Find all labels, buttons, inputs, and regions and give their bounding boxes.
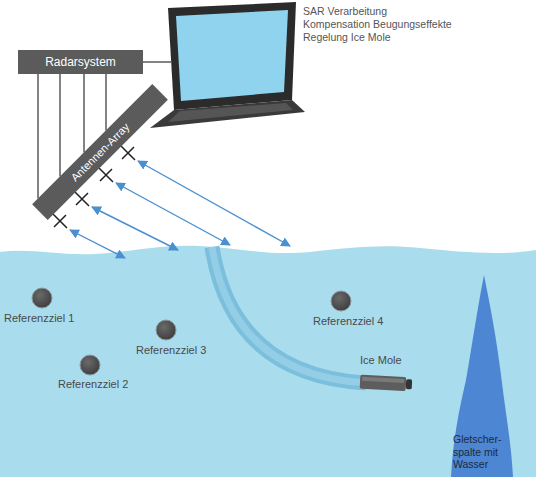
reference-targets — [32, 288, 351, 375]
node-text: Radarsystem — [45, 55, 116, 69]
wire-connector — [83, 74, 85, 152]
crevasse-water — [451, 275, 513, 477]
wire-connector — [37, 74, 39, 198]
process-note: SAR Verarbeitung — [303, 5, 387, 17]
wire-connector — [105, 74, 107, 130]
process-note: Kompensation Beugungseffekte — [303, 18, 452, 30]
melt-channel — [212, 247, 366, 383]
laptop — [150, 2, 305, 128]
wire — [143, 61, 172, 63]
wire-connector — [59, 74, 61, 176]
melt-channel-core — [212, 247, 366, 383]
device-label: Ice Mole — [360, 354, 402, 366]
ice-body — [0, 246, 536, 477]
antenna-array-bar: Antennen-Array — [32, 84, 168, 220]
target-label: Referenzziel 1 — [4, 312, 74, 324]
radar-system-box: Radarsystem — [18, 50, 143, 74]
node-text: Antennen-Array — [69, 121, 132, 184]
node-text: Gletscher- spalte mit Wasser — [453, 433, 511, 471]
target-label: Referenzziel 3 — [136, 344, 206, 356]
ice-mole — [360, 375, 413, 392]
process-note: Regelung Ice Mole — [303, 31, 391, 43]
crevasse-shape: Gletscher- spalte mit Wasser — [450, 275, 514, 477]
crevasse-outline — [450, 275, 514, 477]
target-label: Referenzziel 2 — [58, 378, 128, 390]
radar-beams — [70, 161, 290, 258]
target-label: Referenzziel 4 — [313, 315, 383, 327]
